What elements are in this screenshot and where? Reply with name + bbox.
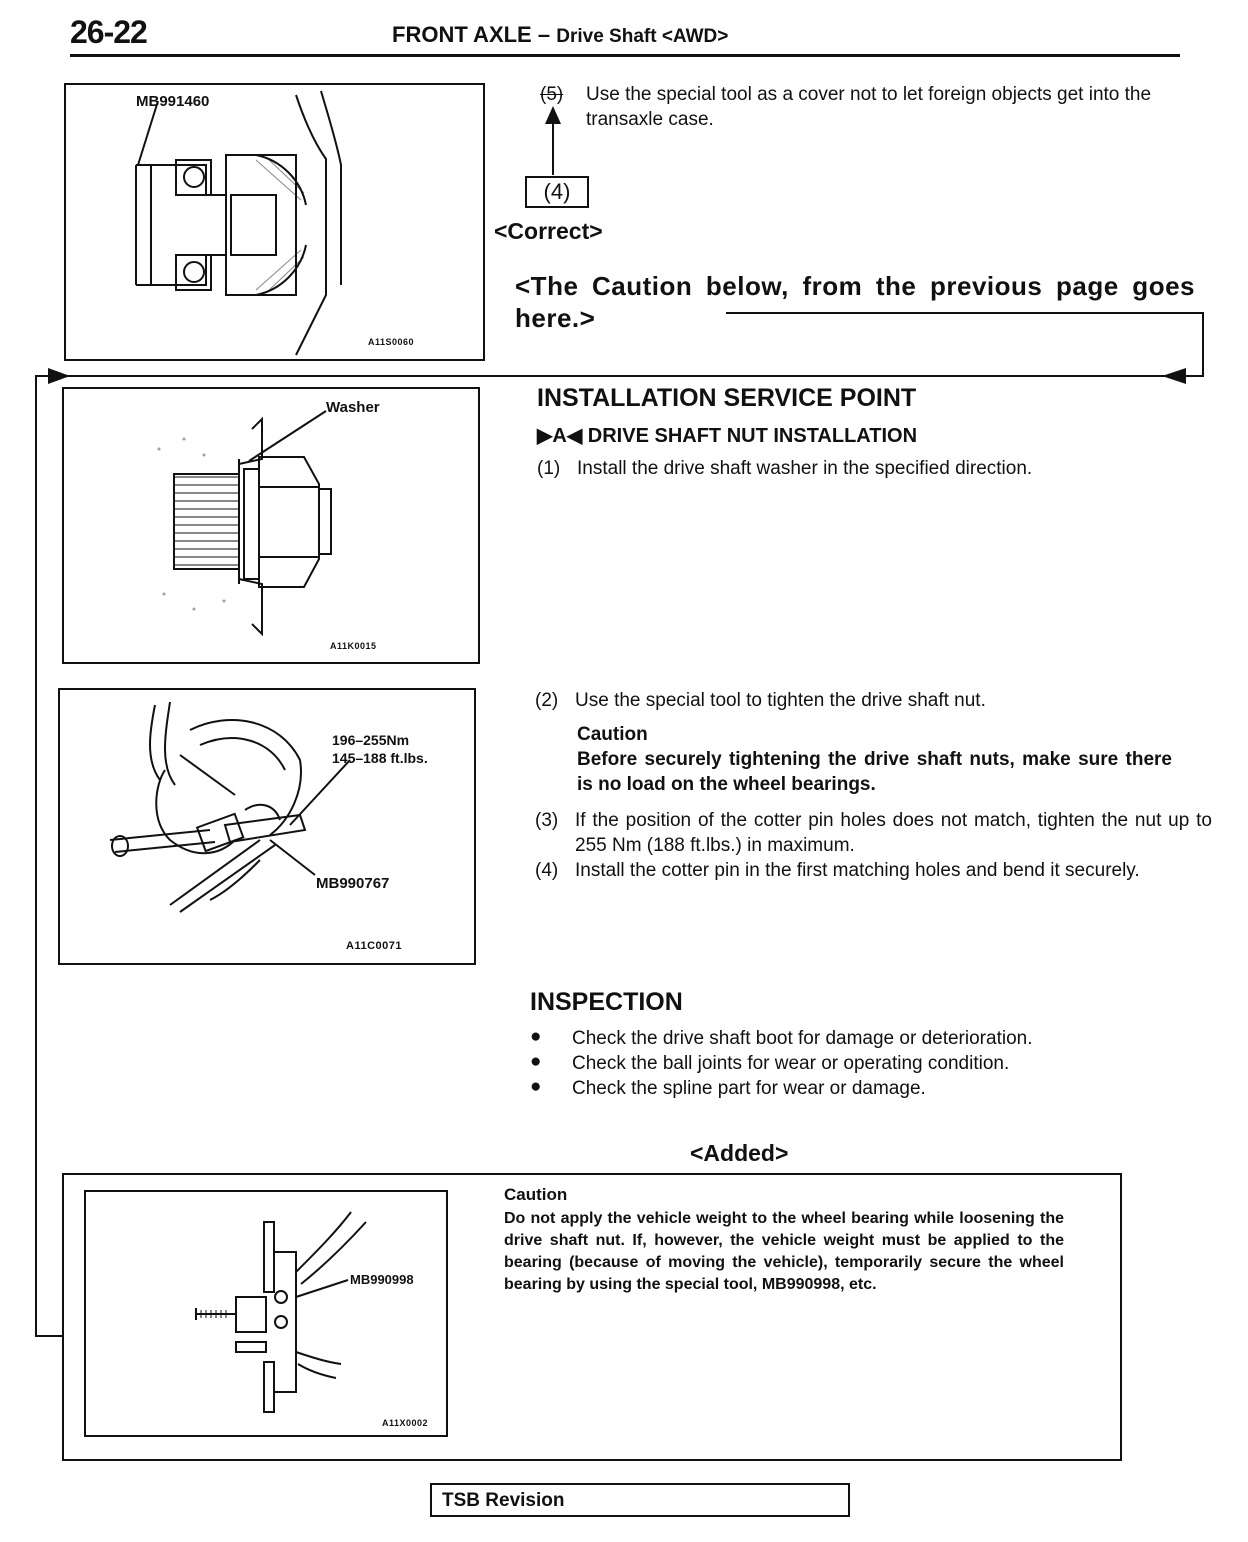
step-box: (4) [525, 176, 589, 208]
step-4-num: (4) [535, 860, 559, 881]
torque-ftlbs-label: 145–188 ft.lbs. [332, 750, 428, 766]
installation-heading: INSTALLATION SERVICE POINT [537, 384, 917, 412]
tool-label-mb991460: MB991460 [136, 93, 210, 110]
caution-text: Before securely tightening the drive sha… [577, 749, 1172, 795]
sub-marker: A [552, 425, 567, 447]
figure-code: A11C0071 [346, 940, 402, 952]
figure-washer: Washer A11K0015 [62, 387, 480, 664]
step-marker: (5) [540, 84, 564, 105]
torque-nm-label: 196–255Nm [332, 732, 410, 748]
step-3-num: (3) [535, 810, 559, 831]
step-1: (1) Install the drive shaft washer in the… [537, 456, 1227, 481]
step-2-num: (2) [535, 690, 559, 711]
inspection-item: Check the ball joints for wear or operat… [572, 1053, 1010, 1074]
cover-note-text: Use the special tool as a cover not to l… [586, 84, 1152, 130]
tool-label-mb990998: MB990998 [350, 1272, 414, 1287]
tsb-revision-label: TSB Revision [442, 1490, 565, 1511]
figure-torque: 196–255Nm 145–188 ft.lbs. MB990767 A11C0… [58, 688, 476, 965]
inspection-heading: INSPECTION [530, 988, 683, 1016]
bullet-icon: ● [530, 1026, 542, 1047]
figure-code: A11S0060 [368, 337, 415, 347]
step-4-text: Install the cotter pin in the first matc… [575, 860, 1140, 881]
bullet-icon: ● [530, 1051, 542, 1072]
figure-code: A11X0002 [382, 1418, 429, 1428]
figure-code: A11K0015 [330, 641, 377, 651]
correct-label: <Correct> [494, 218, 603, 244]
move-note: <The Caution below, from the previous pa… [515, 271, 1195, 333]
header-dash: – [537, 22, 551, 47]
step-3-text: If the position of the cotter pin holes … [575, 810, 1212, 856]
step-1-num: (1) [537, 458, 561, 479]
sub-heading: ▶A◀ DRIVE SHAFT NUT INSTALLATION [537, 423, 917, 448]
inspection-item: Check the drive shaft boot for damage or… [572, 1028, 1033, 1049]
step-1-text: Install the drive shaft washer in the sp… [577, 458, 1033, 479]
step-3: (3) If the position of the cotter pin hol… [535, 808, 1212, 858]
cover-note: (5) Use the special tool as a cover not t… [540, 82, 1231, 132]
added-caution-text: Do not apply the vehicle weight to the w… [504, 1210, 1064, 1293]
figure-wheel-bearing: MB990998 A11X0002 [84, 1190, 448, 1437]
step-2: (2) Use the special tool to tighten the d… [535, 688, 1215, 713]
step-2-text: Use the special tool to tighten the driv… [575, 690, 986, 711]
step-box-label: (4) [543, 179, 571, 204]
washer-label: Washer [326, 399, 380, 416]
bullet-icon: ● [530, 1076, 542, 1097]
added-caution-title: Caution [504, 1185, 568, 1204]
added-box: MB990998 A11X0002 Caution Do not apply t… [62, 1173, 1122, 1461]
step-4: (4) Install the cotter pin in the first m… [535, 858, 1212, 883]
page-number: 26-22 [70, 14, 148, 50]
section-subtitle: Drive Shaft <AWD> [556, 26, 729, 47]
sub-heading-text: DRIVE SHAFT NUT INSTALLATION [587, 425, 918, 447]
tool-label-mb990767: MB990767 [316, 875, 390, 892]
arrow-right-icon: ▶ [537, 425, 553, 447]
section-title: FRONT AXLE [392, 22, 532, 47]
added-label: <Added> [690, 1140, 789, 1166]
caution-title: Caution [577, 724, 648, 745]
inspection-item: Check the spline part for wear or damage… [572, 1078, 926, 1099]
arrow-left-icon: ◀ [566, 425, 583, 447]
tsb-revision-box: TSB Revision [430, 1483, 850, 1517]
header-rule [70, 54, 1180, 57]
figure-transaxle-cover: MB991460 A11S0060 [64, 83, 485, 361]
page-header: FRONT AXLE – Drive Shaft <AWD> [392, 22, 728, 48]
